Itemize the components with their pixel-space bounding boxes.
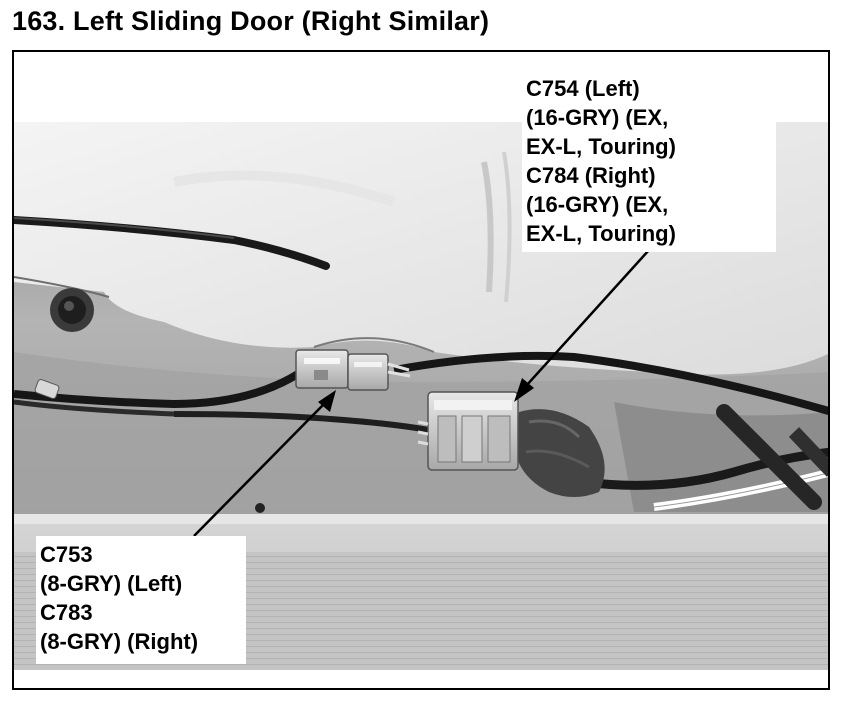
callout-upper-line: EX-L, Touring) — [526, 221, 676, 246]
connector-c753 — [295, 349, 411, 391]
callout-lower-line: C783 — [40, 600, 93, 625]
callout-lower: C753 (8-GRY) (Left) C783 (8-GRY) (Right) — [36, 536, 246, 664]
leader-line-lower — [193, 390, 336, 537]
photo-frame: C754 (Left) (16-GRY) (EX, EX-L, Touring)… — [12, 50, 830, 690]
callout-upper: C754 (Left) (16-GRY) (EX, EX-L, Touring)… — [522, 72, 776, 252]
connector-c754 — [417, 391, 519, 471]
callout-upper-line: C754 (Left) — [526, 76, 640, 101]
callout-upper-line: (16-GRY) (EX, — [526, 192, 669, 217]
callout-lower-line: (8-GRY) (Right) — [40, 629, 199, 654]
callout-upper-line: EX-L, Touring) — [526, 134, 676, 159]
callout-upper-line: C784 (Right) — [526, 163, 656, 188]
callout-lower-line: (8-GRY) (Left) — [40, 571, 183, 596]
callout-lower-line: C753 — [40, 542, 93, 567]
figure-title: 163. Left Sliding Door (Right Similar) — [12, 6, 490, 36]
leader-line-upper — [514, 249, 650, 402]
callout-upper-line: (16-GRY) (EX, — [526, 105, 669, 130]
